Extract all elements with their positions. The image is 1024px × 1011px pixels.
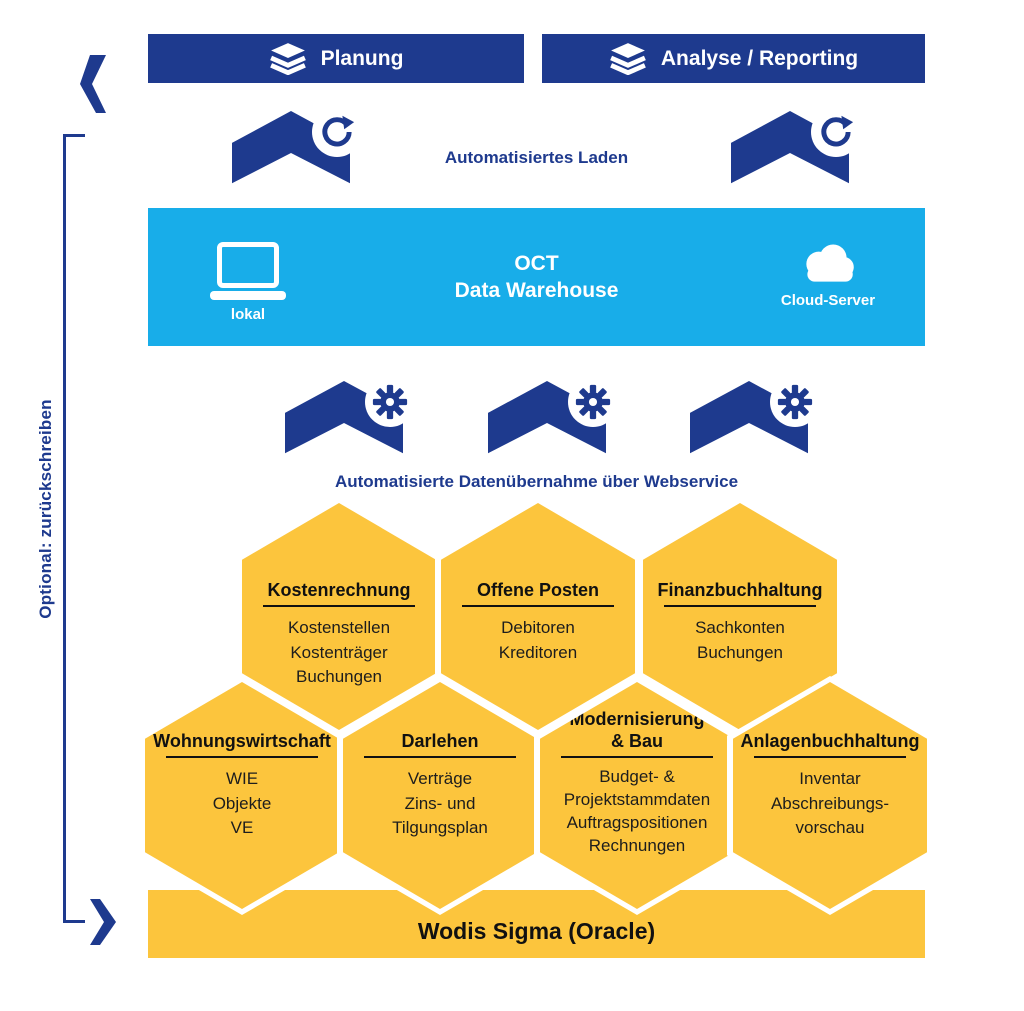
hexagon-items: WIE Objekte VE bbox=[212, 769, 272, 837]
planung-label: Planung bbox=[320, 46, 404, 70]
warehouse-title: OCT Data Warehouse bbox=[454, 252, 619, 302]
hexagon-title: Kostenrechnung bbox=[263, 547, 415, 607]
hexagon-title: Darlehen bbox=[364, 698, 516, 758]
oct-webservice-icon bbox=[285, 377, 415, 465]
hexagon-items: Sachkonten Buchungen bbox=[695, 618, 785, 662]
hexagon-offene-posten: Offene Posten Debitoren Kreditoren bbox=[435, 497, 641, 736]
wodis-sigma-label: Wodis Sigma (Oracle) bbox=[417, 918, 656, 944]
hexagon-title: Finanzbuchhaltung bbox=[658, 547, 823, 607]
cloud-server-label: Cloud-Server bbox=[780, 292, 876, 309]
optional-writeback-label: Optional: zurückschreiben bbox=[36, 399, 55, 619]
refresh-icon bbox=[312, 107, 362, 157]
laptop-icon bbox=[217, 242, 279, 288]
cloud-endpoint: Cloud-Server bbox=[773, 240, 883, 309]
wodis-sigma-bar: Wodis Sigma (Oracle) bbox=[148, 890, 925, 958]
writeback-line-bottom-elbow bbox=[63, 920, 85, 923]
gear-icon bbox=[365, 377, 415, 427]
layers-icon bbox=[610, 42, 646, 75]
hexagon-title: Anlagenbuchhaltung bbox=[741, 698, 920, 758]
oct-load-icon bbox=[232, 107, 362, 195]
automated-load-label: Automatisiertes Laden bbox=[444, 148, 629, 167]
hexagon-items: Inventar Abschreibungs- vorschau bbox=[770, 769, 890, 837]
local-label: lokal bbox=[230, 306, 266, 323]
laptop-icon-base bbox=[210, 291, 286, 300]
hexagon-title: Modernisierung & Bau bbox=[561, 698, 713, 758]
layers-icon bbox=[269, 42, 306, 75]
chevron-left-icon bbox=[80, 55, 106, 113]
oct-load-icon bbox=[731, 107, 861, 195]
oct-webservice-icon bbox=[690, 377, 820, 465]
webservice-label: Automatisierte Datenübernahme über Webse… bbox=[334, 472, 739, 491]
hexagon-title: Wohnungswirtschaft bbox=[153, 698, 331, 758]
writeback-line-top-elbow bbox=[63, 134, 85, 137]
oct-webservice-icon bbox=[488, 377, 618, 465]
data-warehouse-band: lokal OCT Data Warehouse Cloud-Server bbox=[148, 208, 925, 346]
refresh-icon bbox=[811, 107, 861, 157]
analyse-reporting-header: Analyse / Reporting bbox=[542, 34, 925, 83]
cloud-icon bbox=[806, 244, 854, 282]
hexagon-title: Offene Posten bbox=[462, 547, 614, 607]
planung-header: Planung bbox=[148, 34, 524, 83]
analyse-reporting-label: Analyse / Reporting bbox=[660, 46, 859, 70]
writeback-line bbox=[63, 134, 66, 923]
local-endpoint: lokal bbox=[193, 242, 303, 323]
chevron-right-icon bbox=[90, 899, 116, 945]
gear-icon bbox=[568, 377, 618, 427]
hexagon-items: Debitoren Kreditoren bbox=[498, 618, 578, 662]
hexagon-items: Budget- & Projektstammdaten Auftragsposi… bbox=[563, 767, 711, 855]
hexagon-items: Kostenstellen Kostenträger Buchungen bbox=[287, 618, 391, 686]
hexagon-items: Verträge Zins- und Tilgungsplan bbox=[392, 769, 488, 837]
gear-icon bbox=[770, 377, 820, 427]
